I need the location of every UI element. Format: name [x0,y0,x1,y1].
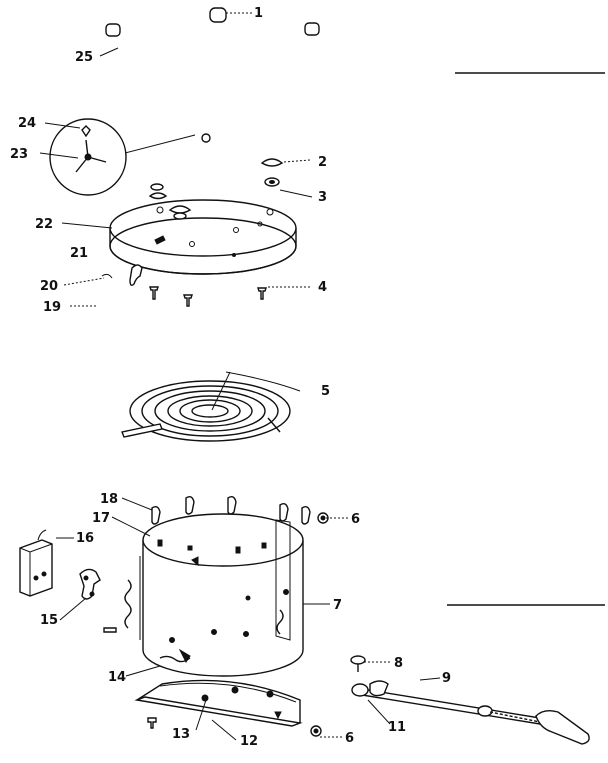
callout-8: 8 [394,656,403,671]
callout-17: 17 [92,511,110,526]
leader-lines [39,12,441,741]
callout-21: 21 [70,246,88,261]
screw-14 [103,627,191,663]
nut-6-bottom [310,725,322,737]
switch-box [19,529,53,597]
cylindrical-shell [124,513,304,677]
callout-20: 20 [40,279,58,294]
callout-24: 24 [18,116,36,131]
callout-15: 15 [40,613,58,628]
callout-1: 1 [254,6,263,21]
callout-9: 9 [442,671,451,686]
callout-18: 18 [100,492,118,507]
callout-5: 5 [321,384,330,399]
callout-13: 13 [172,727,190,742]
bracket [79,568,101,600]
callout-3: 3 [318,190,327,205]
nut-6-top [317,512,329,524]
callout-2: 2 [318,155,327,170]
callout-7: 7 [333,598,342,613]
callout-11: 11 [388,720,406,735]
handle-assembly [350,655,590,745]
base-plate [109,183,297,275]
detail-circle [49,118,196,196]
fastener-screws [101,264,267,307]
callout-23: 23 [10,147,28,162]
callout-22: 22 [35,217,53,232]
callout-19: 19 [43,300,61,315]
leg-hub [201,133,211,143]
callout-12: 12 [240,734,258,749]
tripod-leg-group [105,7,320,229]
callout-4: 4 [318,280,327,295]
leg-cap-icon [105,7,320,37]
heating-coil [121,380,291,442]
callout-14: 14 [108,670,126,685]
callout-25: 25 [75,50,93,65]
shell-clips [151,495,311,525]
callout-6-top: 6 [351,512,360,527]
callout-6-bottom: 6 [345,731,354,746]
callout-16: 16 [76,531,94,546]
wing-nut-2 [260,158,284,187]
bottom-pan [134,679,303,729]
